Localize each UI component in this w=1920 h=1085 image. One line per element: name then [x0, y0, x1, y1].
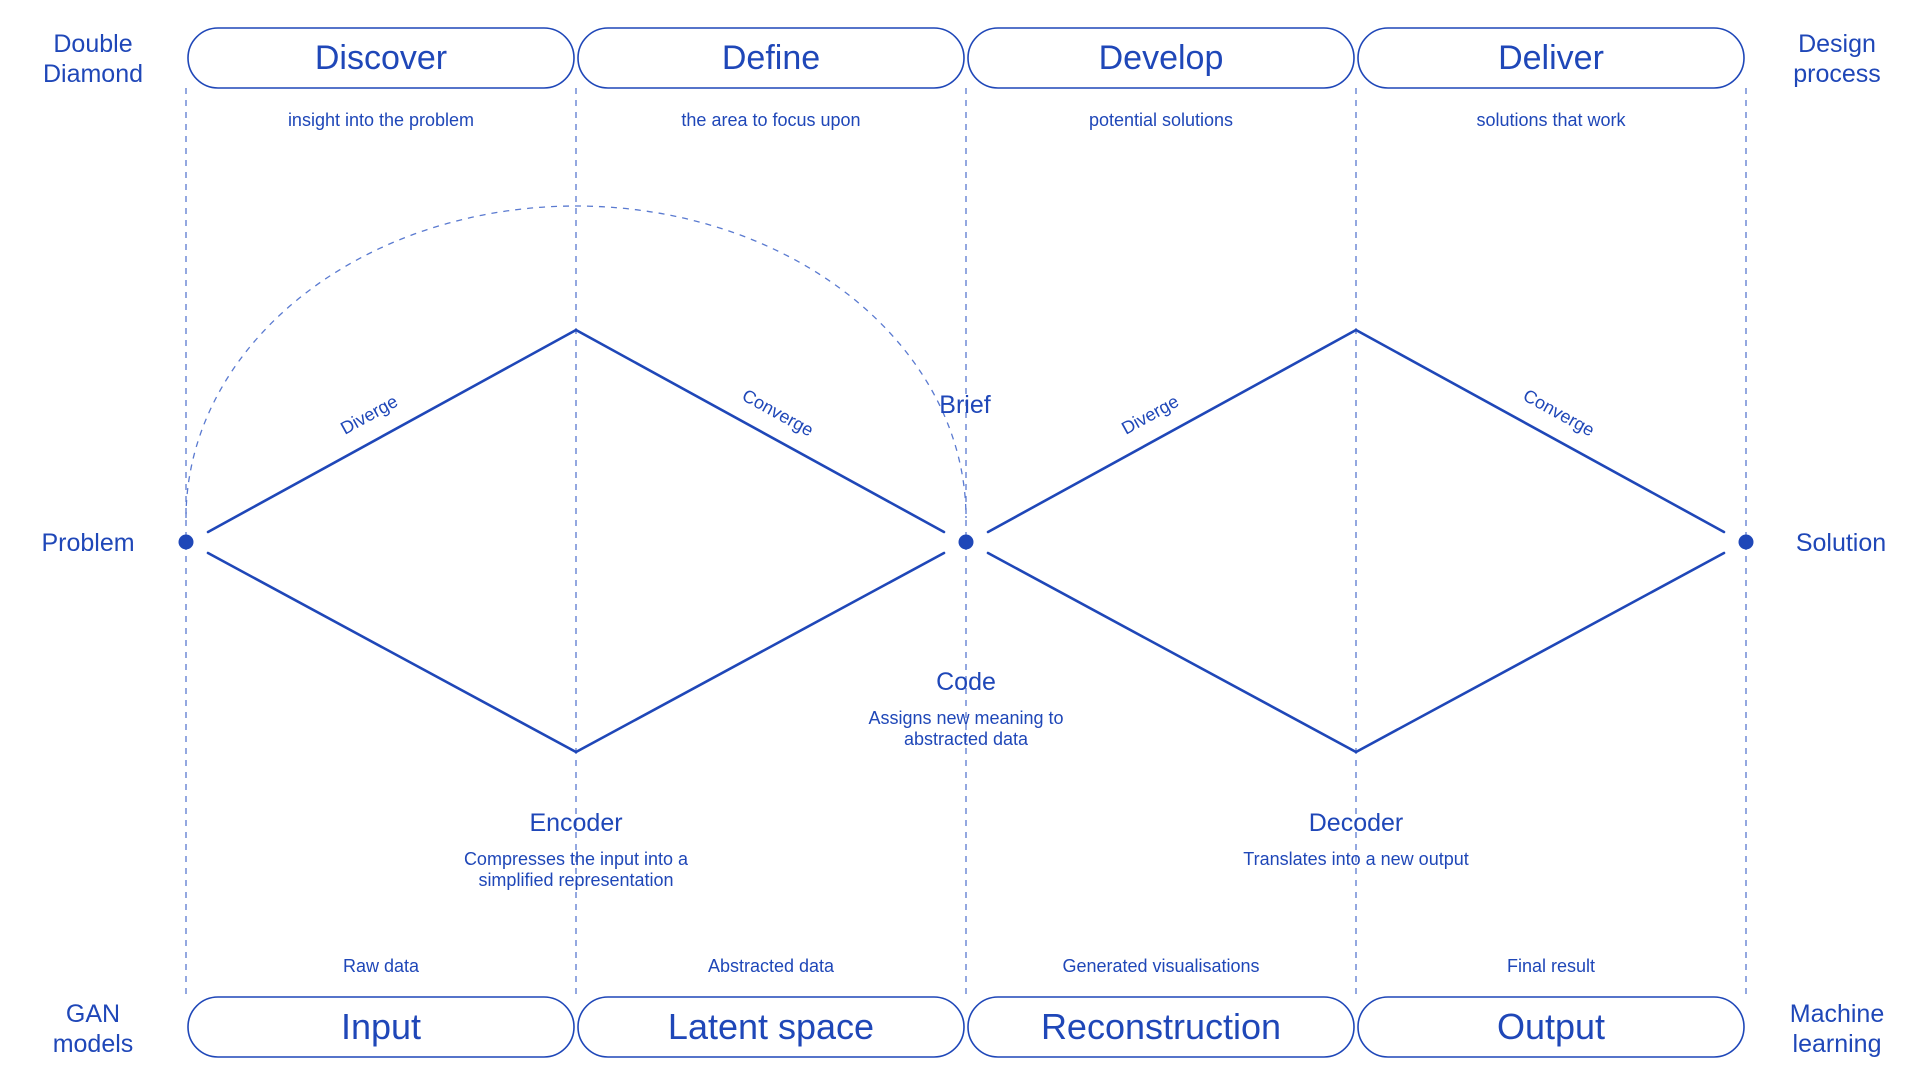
stage-label-input: Input	[341, 1006, 421, 1047]
diamond-1-top	[206, 328, 946, 534]
phase-desc-develop: potential solutions	[1089, 110, 1233, 130]
stage-pill-output	[1357, 996, 1745, 1058]
code-desc-line-2: abstracted data	[904, 729, 1029, 749]
diamond-1-bottom	[206, 551, 946, 754]
corner-top-right-line-2: process	[1793, 60, 1881, 88]
stage-desc-output: Final result	[1507, 956, 1595, 976]
corner-top-left-line-1: Double	[53, 30, 132, 58]
diamond-2-bottom	[986, 551, 1726, 754]
stage-pill-input	[187, 996, 575, 1058]
corner-bottom-left-line-1: GAN	[66, 1000, 120, 1028]
phase-desc-define: the area to focus upon	[681, 110, 860, 130]
diamond-2-top	[986, 328, 1726, 534]
stage-label-reconstruction: Reconstruction	[1041, 1006, 1281, 1047]
problem-node	[178, 534, 194, 550]
edge-label-converge-1: Converge	[739, 385, 817, 440]
solution-label: Solution	[1796, 529, 1886, 557]
corner-top-left-line-2: Diamond	[43, 60, 143, 88]
brief-label: Brief	[939, 391, 990, 419]
phase-desc-deliver: solutions that work	[1476, 110, 1626, 130]
decoder-title: Decoder	[1309, 809, 1404, 837]
encoder-desc-line-2: simplified representation	[478, 870, 673, 890]
decoder-desc-line-1: Translates into a new output	[1243, 849, 1468, 869]
phase-pill-deliver	[1357, 27, 1745, 89]
stage-label-output: Output	[1497, 1006, 1605, 1047]
solution-node	[1738, 534, 1754, 550]
encoder-desc-line-1: Compresses the input into a	[464, 849, 689, 869]
corner-bottom-right-line-2: learning	[1793, 1030, 1882, 1058]
stage-desc-latent-space: Abstracted data	[708, 956, 835, 976]
stage-pill-reconstruction	[967, 996, 1355, 1058]
phase-pill-define	[577, 27, 965, 89]
stage-label-latent-space: Latent space	[668, 1006, 874, 1047]
phase-desc-discover: insight into the problem	[288, 110, 474, 130]
code-title: Code	[936, 668, 996, 696]
corner-top-right-line-1: Design	[1798, 30, 1876, 58]
corner-bottom-right-line-1: Machine	[1790, 1000, 1885, 1028]
brief-node	[958, 534, 974, 550]
stage-desc-input: Raw data	[343, 956, 420, 976]
phase-label-deliver: Deliver	[1498, 39, 1604, 77]
stage-pill-latent-space	[577, 996, 965, 1058]
phase-label-develop: Develop	[1099, 39, 1224, 77]
phase-label-discover: Discover	[315, 39, 447, 77]
problem-label: Problem	[41, 529, 134, 557]
phase-pill-discover	[187, 27, 575, 89]
encoder-title: Encoder	[529, 809, 622, 837]
brief-arc	[185, 205, 967, 519]
stage-desc-reconstruction: Generated visualisations	[1062, 956, 1259, 976]
corner-bottom-left-line-2: models	[53, 1030, 134, 1058]
edge-label-converge-2: Converge	[1520, 385, 1598, 440]
phase-label-define: Define	[722, 39, 820, 77]
phase-pill-develop	[967, 27, 1355, 89]
code-desc-line-1: Assigns new meaning to	[868, 708, 1063, 728]
